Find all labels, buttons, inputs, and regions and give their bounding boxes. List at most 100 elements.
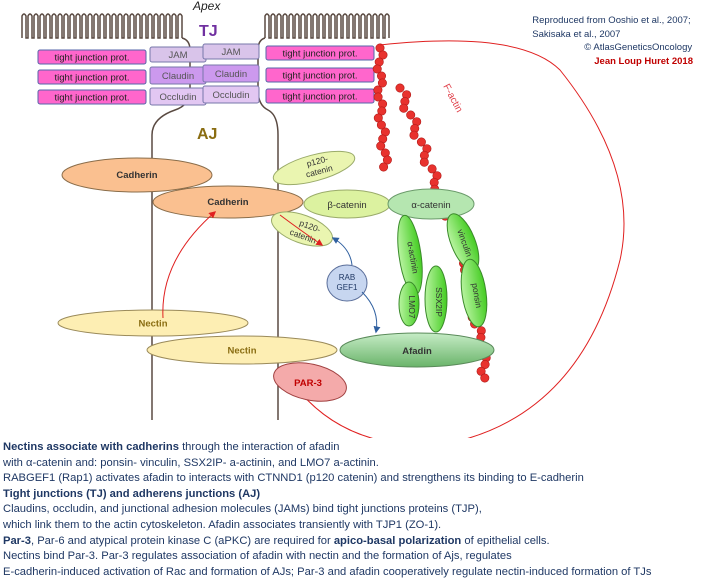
caption-line-9: E-cadherin-induced activation of Rac and… [3,565,652,578]
tjp-left-1 [37,49,147,65]
actin-bead-b-0 [395,83,405,93]
actin-bead-a-16 [382,155,392,165]
caption-line-8: Nectins bind Par-3. Par-3 regulates asso… [3,550,512,563]
par3-label: PAR-3 [294,378,322,389]
actin-bead-a-14 [376,141,386,151]
nectin-right-label: Nectin [227,346,256,357]
actin-bead-b-43 [480,373,490,383]
tjp-right-1 [265,45,375,61]
aj-label: AJ [197,126,218,143]
occludin-right-label: Occludin [213,90,250,101]
actin-bead-b-41 [480,359,490,369]
caption-line-1: Nectins associate with cadherins through… [3,440,701,456]
claudin-left-label: Claudin [162,71,194,82]
tj-left-group: tight junction prot. tight junction prot… [37,46,207,106]
red-arrow-to-cadherin [162,211,217,319]
credit-author: Jean Loup Huret 2018 [594,55,693,67]
rabgef1 [326,264,368,302]
occludin-left-label: Occludin [160,92,197,103]
apex-label: Apex [193,0,221,13]
afadin-label: Afadin [402,346,432,357]
caption-l7-bold2: apico-basal polarization [333,534,462,547]
alpha-catenin-label: α-catenin [411,200,450,211]
p120-catenin-top [272,150,356,186]
credit-block: Reproduced from Ooshio et al., 2007; Sak… [532,14,693,68]
actin-bead-a-11 [376,120,386,130]
jam-left-label: JAM [169,50,188,61]
left-cell-microvilli [21,13,183,39]
caption-l1-bold: Nectins associate with cadherins [3,441,179,453]
actin-bead-b-11 [419,157,429,167]
caption-line-3: RABGEF1 (Rap1) activates afadin to inter… [3,472,584,485]
occludin-right [202,85,260,104]
caption-l7-mid: , Par-6 and atypical protein kinase C (a… [31,534,334,547]
cadherin-right [152,185,304,219]
lmo7 [398,281,420,327]
lmo7-label: LMO7 [407,295,417,318]
ponsin-label: ponsin [470,282,484,309]
blue-arrow-rab-to-afadin [361,291,381,334]
caption-line-6: which link them to the actin cytoskeleto… [3,518,442,531]
ponsin [460,258,488,328]
rabgef1-label-1: RAB [339,273,355,282]
actin-bead-b-4 [406,110,416,120]
actin-bead-a-1 [378,50,388,60]
jam-right [202,43,260,60]
right-cell-microvilli [264,13,390,39]
credit-line-1: Reproduced from Ooshio et al., 2007; [532,15,691,26]
actin-bead-a-7 [373,92,383,102]
junction-diagram: tight junction prot. tight junction prot… [21,13,625,438]
caption: Nectins associate with cadherins through… [3,440,701,580]
ssx2ip [424,265,448,333]
credit-line-3: © AtlasGeneticsOncology [584,42,693,53]
red-loop-arrow [299,40,625,438]
nectin-left-label: Nectin [138,319,167,330]
rabgef1-label-2: GEF1 [337,283,358,292]
tj-label: TJ [199,23,218,40]
actin-bead-b-12 [427,164,437,174]
alpha-catenin [387,188,475,220]
blue-arrow-rab-to-p120 [331,237,353,266]
cadherin-left [61,157,213,193]
actin-bead-a-17 [379,162,389,172]
credit-line-2: Sakisaka et al., 2007 [532,28,621,40]
f-actin-label: F-actin [440,82,464,114]
tj-right-group: JAM Claudin Occludin tight junction prot… [202,43,375,104]
tjp-left-1-label: tight junction prot. [55,53,130,64]
caption-l7-bold1: Par-3 [3,534,31,547]
right-cell-lateral-membrane [257,37,279,420]
aj-group: Cadherin Cadherin p120- catenin β-cateni… [57,150,495,402]
tjp-right-3-label: tight junction prot. [283,92,358,103]
actin-bead-a-3 [372,64,382,74]
nectin-right [146,335,338,365]
caption-l7-end: of epithelial cells. [461,534,550,547]
tjp-left-2-label: tight junction prot. [55,73,130,84]
nectin-left [57,309,249,337]
tjp-left-3 [37,89,147,105]
claudin-right [202,64,260,83]
actin-bead-a-5 [377,78,387,88]
caption-line-5: Claudins, occludin, and junctional adhes… [3,503,482,516]
red-arrow-to-p120 [279,214,324,246]
ssx2ip-label: SSX2IP [434,287,444,317]
tjp-right-1-label: tight junction prot. [283,49,358,60]
afadin [339,332,495,368]
actin-bead-b-7 [409,130,419,140]
jam-right-label: JAM [222,47,241,58]
cadherin-left-label: Cadherin [116,170,157,181]
beta-catenin-label: β-catenin [327,200,366,211]
tjp-right-2 [265,67,375,83]
caption-line-4: Tight junctions (TJ) and adherens juncti… [3,487,701,503]
actin-bead-b-3 [399,103,409,113]
tjp-right-2-label: tight junction prot. [283,71,358,82]
par3 [273,362,347,402]
tjp-left-3-label: tight junction prot. [55,93,130,104]
caption-line-2: with α-catenin and: ponsin- vinculin, SS… [3,456,379,469]
cadherin-right-label: Cadherin [207,197,248,208]
cell-membranes [21,13,390,420]
caption-l1-rest: through the interaction of afadin [178,441,340,453]
caption-l4-bold: Tight junctions (TJ) and adherens juncti… [3,487,261,500]
claudin-right-label: Claudin [215,69,247,80]
tjp-left-2 [37,69,147,85]
actin-bead-b-8 [416,137,426,147]
